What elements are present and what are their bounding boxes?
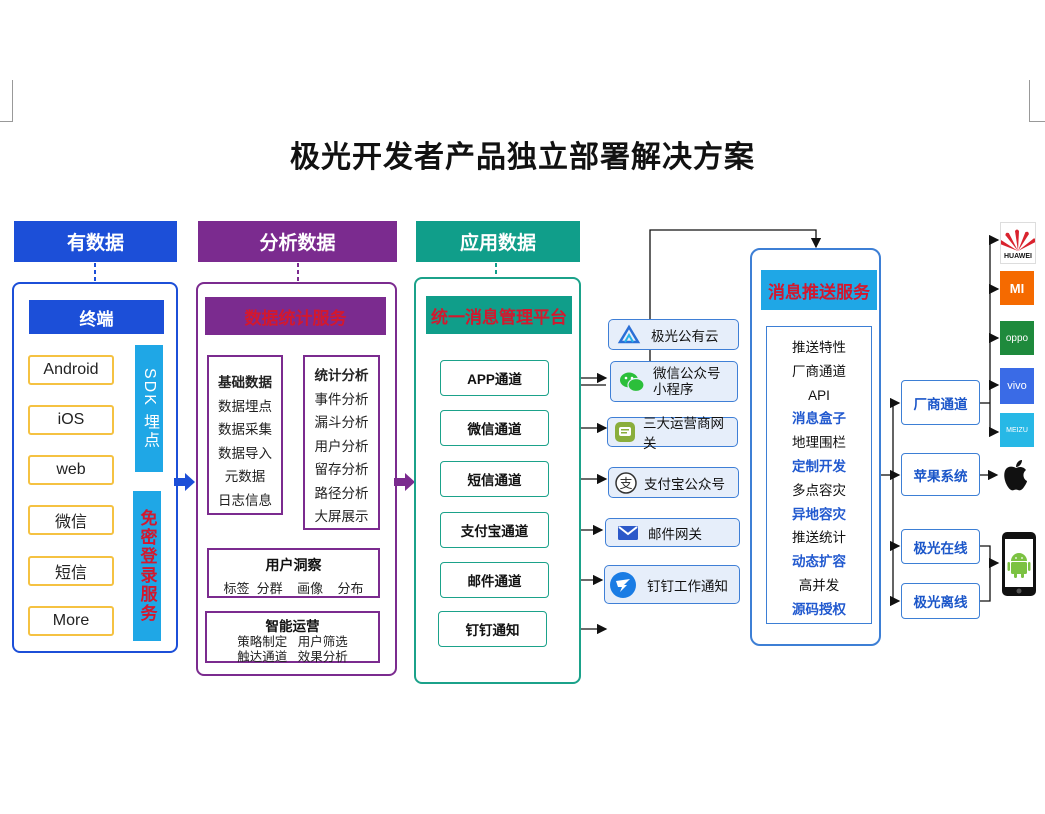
target-online: 极光在线	[901, 529, 980, 564]
push-feature-item: 源码授权	[792, 601, 846, 617]
passwordless-login-label: 免密登录服务	[133, 491, 161, 641]
brand-label: HUAWEI	[1004, 253, 1032, 260]
alipay-icon: 支	[614, 471, 638, 495]
crop-mark	[1029, 80, 1030, 122]
basic-item: 数据采集	[218, 422, 272, 437]
channel-app: APP通道	[440, 360, 549, 396]
push-feature-item: 定制开发	[792, 458, 846, 474]
basic-item: 数据导入	[218, 445, 272, 461]
terminal-android: Android	[28, 355, 114, 385]
user-insight-box: 用户洞察 标签 分群 画像 分布	[207, 548, 380, 598]
stats-item: 留存分析	[314, 462, 369, 477]
push-feature-list: 推送特性厂商通道 API 消息盒子地理围栏定制开发多点容灾异地容灾推送统计动态扩容高…	[766, 326, 872, 624]
push-feature-item: 异地容灾	[792, 506, 846, 522]
crop-mark	[0, 121, 13, 122]
push-feature-item: 多点容灾	[792, 482, 846, 498]
dest-label: 极光公有云	[651, 328, 719, 344]
huawei-logo-icon: HUAWEI	[1000, 222, 1036, 264]
target-vendor-channel: 厂商通道	[901, 380, 980, 425]
terminal-wechat: 微信	[28, 505, 114, 535]
dest-label: 三大运营商网关	[643, 416, 724, 451]
target-apple: 苹果系统	[901, 453, 980, 496]
push-feature-item: 厂商通道	[792, 363, 846, 379]
stats-item: 事件分析	[314, 391, 369, 407]
stats-service-title: 数据统计服务	[205, 297, 386, 335]
oppo-logo-icon: oppo	[1000, 321, 1034, 355]
push-service-panel	[750, 248, 881, 646]
stats-item: 用户分析	[314, 438, 369, 454]
sms-gateway-icon	[613, 420, 637, 444]
stats-item: 路径分析	[314, 485, 369, 501]
header-app-data: 应用数据	[416, 221, 580, 262]
header-analysis-data: 分析数据	[198, 221, 397, 262]
dest-aurora-cloud: 极光公有云	[608, 319, 739, 350]
channel-sms: 短信通道	[440, 461, 549, 497]
push-feature-item: 推送统计	[792, 530, 846, 546]
dest-label: 支付宝公众号	[644, 476, 725, 492]
dest-alipay: 支 支付宝公众号	[608, 467, 739, 498]
stats-item: 大屏展示	[314, 509, 369, 524]
aurora-cloud-icon	[617, 323, 641, 347]
mail-icon	[616, 521, 640, 545]
push-feature-item: 动态扩容	[792, 554, 846, 570]
android-phone-icon	[1001, 531, 1037, 602]
target-offline: 极光离线	[901, 583, 980, 619]
smart-ops-line: 策略制定 用户筛选	[237, 635, 348, 649]
crop-mark	[1029, 121, 1045, 122]
svg-text:支: 支	[619, 477, 632, 492]
meizu-logo-icon: MEIZU	[1000, 413, 1034, 447]
push-feature-item: 高并发	[798, 577, 840, 593]
terminal-web: web	[28, 455, 114, 485]
apple-logo-icon	[1001, 457, 1031, 498]
push-feature-item: 地理围栏	[792, 435, 846, 451]
flow-arrow-icon	[394, 473, 416, 496]
dest-wechat-official: 微信公众号小程序	[610, 361, 738, 402]
xiaomi-logo-icon: MI	[1000, 271, 1034, 305]
push-feature-item: 推送特性	[792, 340, 846, 355]
stats-analysis-title: 统计分析	[314, 368, 369, 383]
dingtalk-icon	[609, 571, 637, 599]
basic-item: 日志信息	[218, 492, 272, 508]
basic-data-title: 基础数据	[218, 375, 272, 390]
channel-wechat: 微信通道	[440, 410, 549, 446]
user-insight-items: 标签 分群 画像 分布	[223, 581, 364, 596]
crop-mark	[12, 80, 13, 122]
dest-label: 钉钉工作通知	[647, 578, 728, 594]
push-feature-item: API	[808, 387, 830, 403]
dest-label: 邮件网关	[648, 526, 702, 542]
smart-ops-line: 触达通道 效果分析	[237, 650, 348, 664]
terminal-sms: 短信	[28, 556, 114, 586]
header-has-data: 有数据	[14, 221, 177, 262]
dest-label: 微信公众号	[653, 365, 721, 381]
channel-dingtalk: 钉钉通知	[438, 611, 547, 647]
dest-dingtalk: 钉钉工作通知	[604, 565, 740, 604]
stats-analysis-box: 统计分析 事件分析 漏斗分析 用户分析 留存分析 路径分析 大屏展示	[303, 355, 380, 530]
push-feature-item: 消息盒子	[792, 411, 846, 427]
page-title: 极光开发者产品独立部署解决方案	[290, 141, 755, 174]
sdk-tracking-label: SDK 埋点	[135, 345, 163, 472]
push-service-title: 消息推送服务	[761, 270, 877, 310]
platform-title: 统一消息管理平台	[426, 296, 572, 334]
vivo-logo-icon: vivo	[1000, 368, 1034, 404]
stats-item: 漏斗分析	[314, 415, 369, 430]
terminal-title: 终端	[29, 300, 164, 334]
flow-arrow-icon	[174, 473, 196, 496]
basic-item: 数据埋点	[218, 398, 272, 414]
basic-item: 元数据	[224, 469, 266, 484]
terminal-more: More	[28, 606, 114, 636]
dest-label-secondary: 小程序	[653, 381, 694, 397]
terminal-ios: iOS	[28, 405, 114, 435]
wechat-icon	[619, 370, 645, 394]
dest-carrier-gateway: 三大运营商网关	[607, 416, 738, 451]
basic-data-box: 基础数据 数据埋点 数据采集 数据导入 元数据 日志信息	[207, 355, 283, 515]
smart-ops-box: 智能运营 策略制定 用户筛选 触达通道 效果分析	[205, 611, 380, 664]
channel-alipay: 支付宝通道	[440, 512, 549, 548]
dest-mail-gateway: 邮件网关	[605, 518, 740, 547]
user-insight-title: 用户洞察	[265, 557, 322, 573]
smart-ops-title: 智能运营	[265, 619, 320, 634]
channel-email: 邮件通道	[440, 562, 549, 598]
